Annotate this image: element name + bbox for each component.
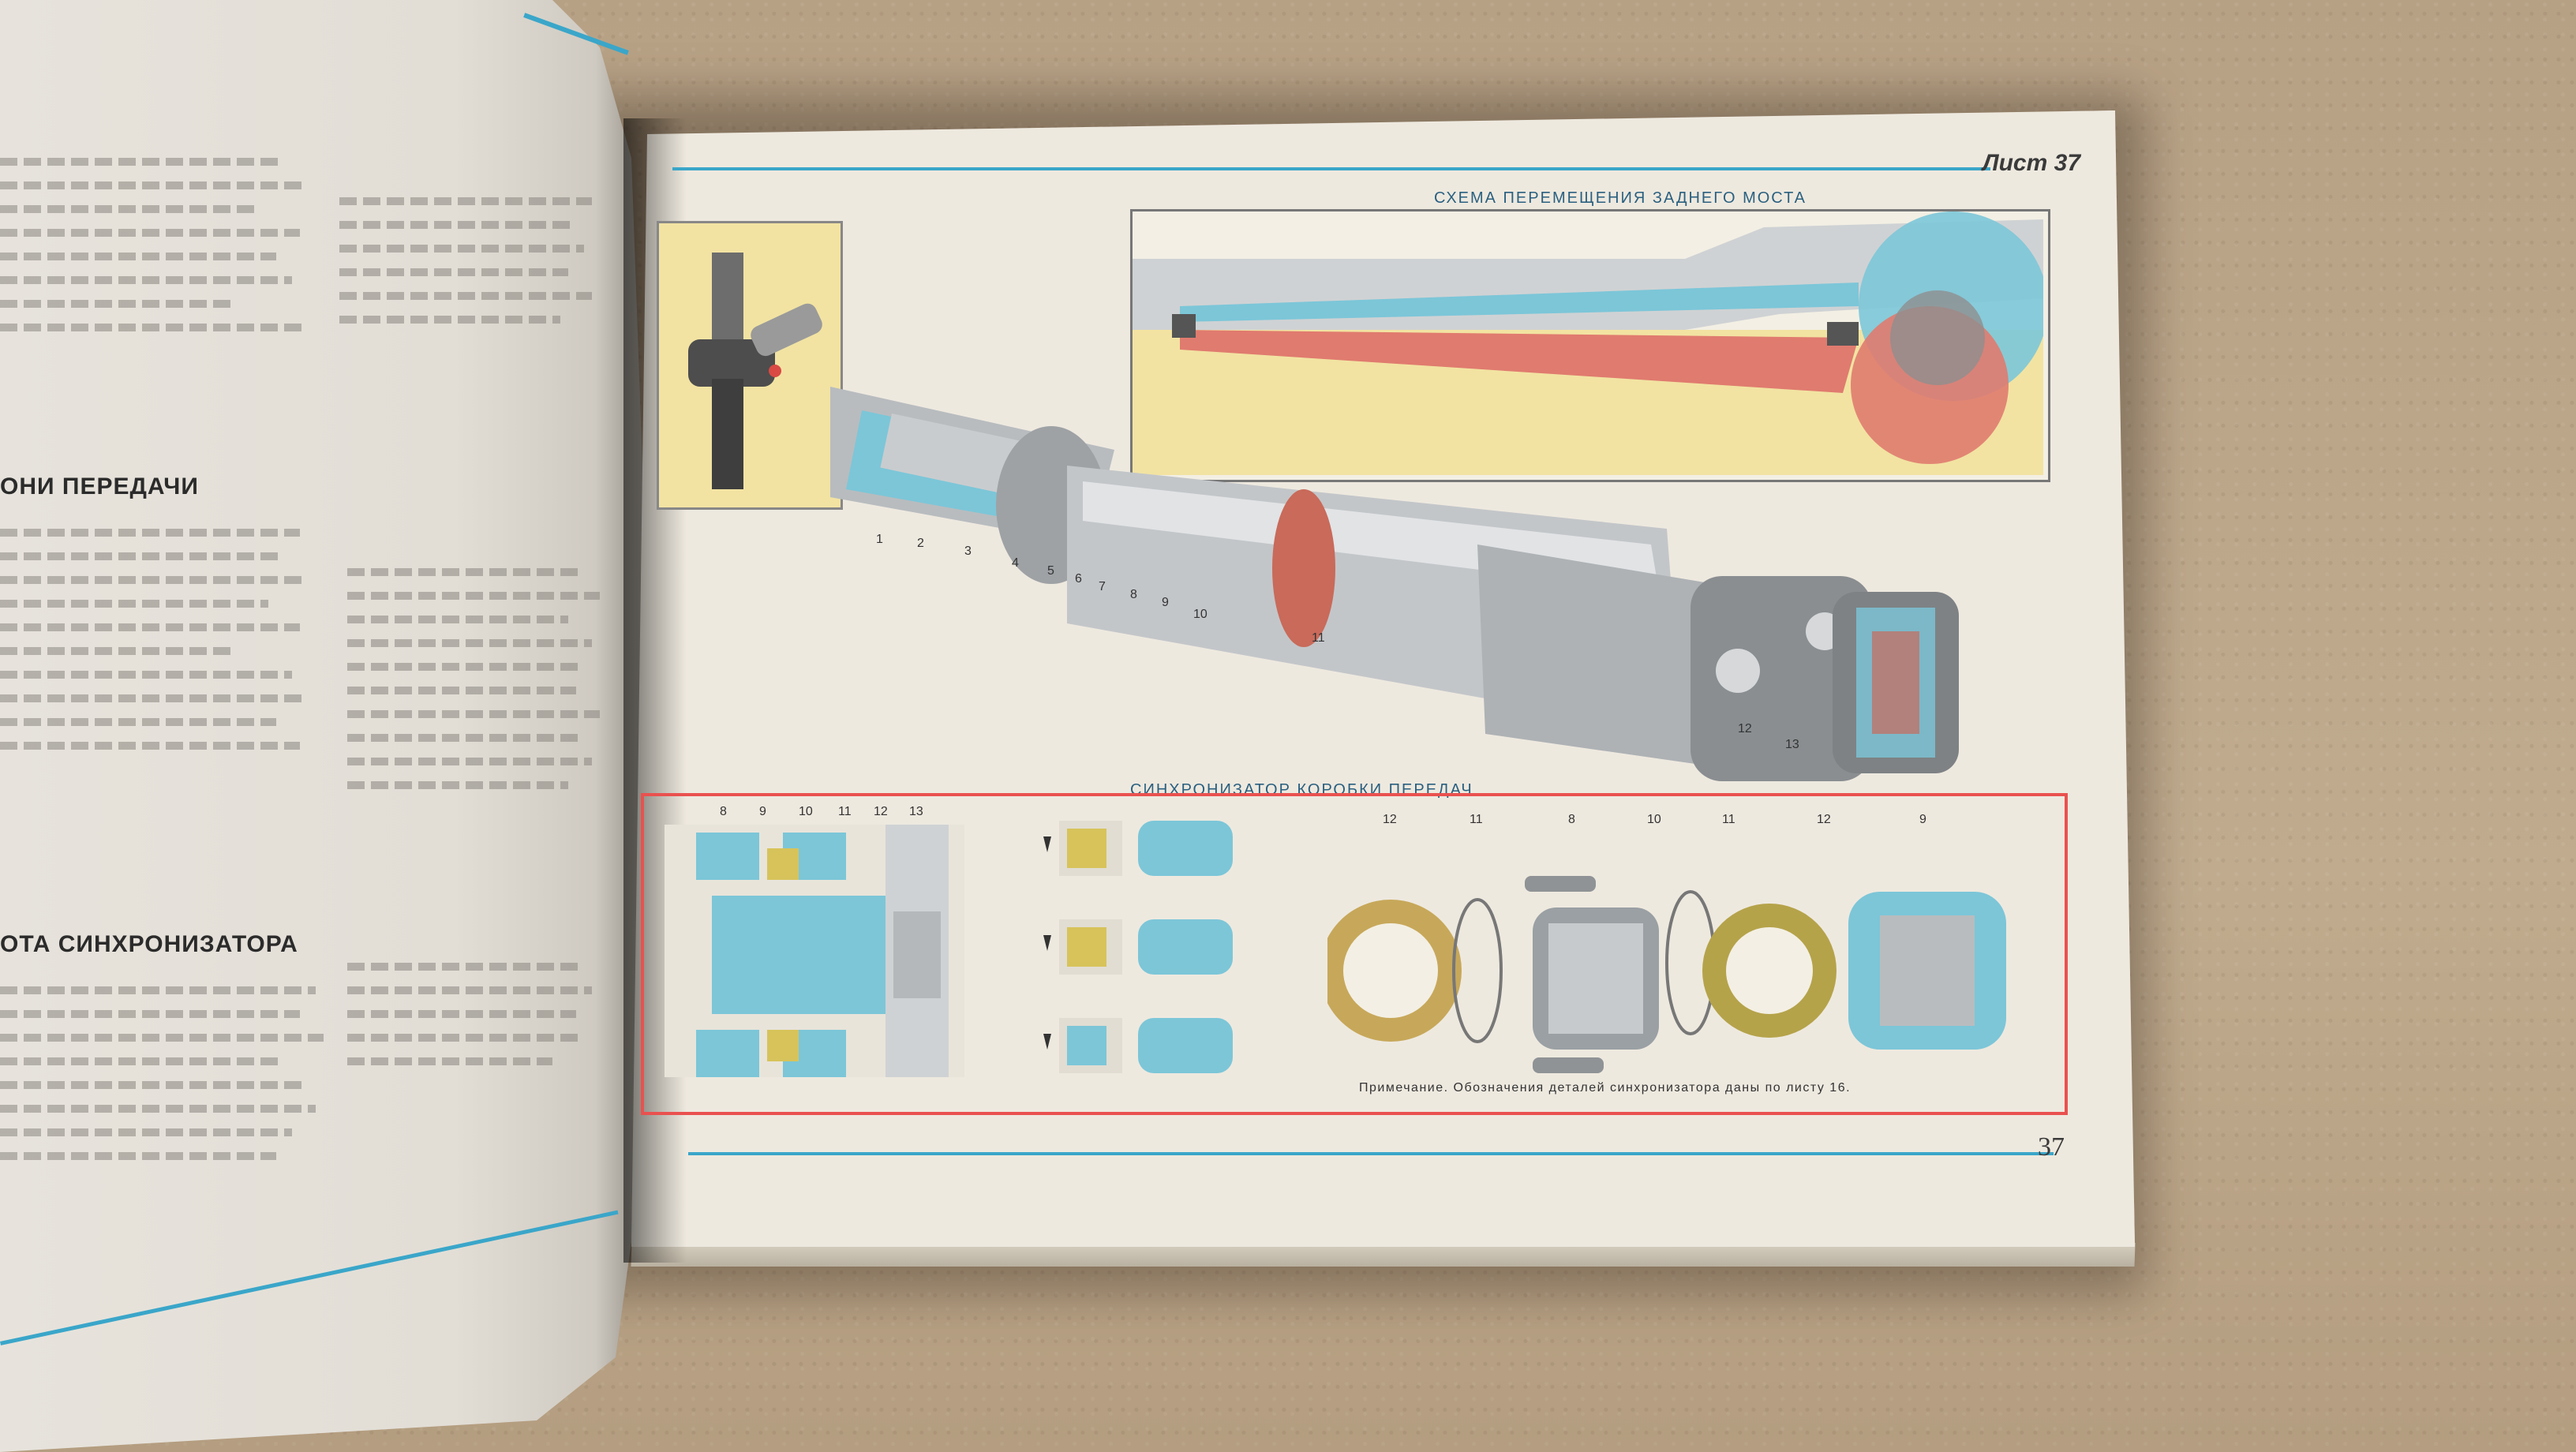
left-text-block-4	[347, 552, 600, 805]
rear-axle-scheme-title: СХЕМА ПЕРЕМЕЩЕНИЯ ЗАДНЕГО МОСТА	[1434, 189, 1807, 207]
sync-callout-8: 8	[720, 805, 727, 818]
left-section-heading-1: ОНИ ПЕРЕДАЧИ	[0, 473, 199, 500]
sync-callout-11: 11	[838, 805, 852, 818]
callout-3: 3	[964, 544, 972, 558]
callout-1: 1	[876, 533, 883, 546]
callout-12: 12	[1738, 722, 1752, 735]
propeller-shaft-illustration	[830, 387, 1959, 781]
part-callout-8: 8	[1568, 813, 1575, 826]
left-text-block-5	[0, 971, 331, 1176]
header-rule	[672, 167, 1990, 170]
rear-axle-scheme-illustration	[1133, 211, 2043, 475]
callout-6: 6	[1075, 572, 1082, 586]
part-callout-11a: 11	[1470, 813, 1483, 826]
callout-10: 10	[1193, 608, 1208, 621]
left-section-heading-2: ОТА СИНХРОНИЗАТОРА	[0, 931, 298, 957]
sync-callout-12: 12	[874, 805, 888, 818]
synchronizer-parts-exploded-illustration	[1327, 876, 2006, 1073]
left-page: ОНИ ПЕРЕДАЧИ ОТА СИНХРОНИЗАТОРА	[0, 0, 646, 1452]
callout-7: 7	[1099, 580, 1106, 593]
left-text-block-6	[347, 947, 600, 1081]
sync-callout-10: 10	[799, 805, 813, 818]
callout-5: 5	[1047, 564, 1054, 578]
callout-9: 9	[1162, 596, 1169, 609]
synchronizer-frame	[641, 793, 2068, 1115]
part-callout-9: 9	[1919, 813, 1926, 826]
illustration-plate: Лист 37 СХЕМА ПЕРЕМЕЩЕНИЯ ЗАДНЕГО МОСТА	[641, 134, 2117, 1239]
callout-8: 8	[1130, 588, 1137, 601]
callout-11: 11	[1312, 631, 1325, 645]
callout-13: 13	[1785, 738, 1799, 751]
callout-2: 2	[917, 537, 924, 550]
part-callout-12a: 12	[1383, 813, 1397, 826]
left-text-block-3	[0, 513, 316, 765]
part-callout-11b: 11	[1722, 813, 1735, 826]
sync-callout-9: 9	[759, 805, 766, 818]
left-text-block-1	[0, 142, 316, 347]
left-text-block-2	[339, 182, 600, 339]
page-number: 37	[2038, 1132, 2065, 1162]
synchronizer-stages-illustration	[1043, 821, 1233, 1073]
callout-4: 4	[1012, 556, 1019, 570]
synchronizer-note: Примечание. Обозначения деталей синхрони…	[1359, 1081, 1852, 1095]
sheet-label: Лист 37	[1983, 150, 2080, 176]
part-callout-12b: 12	[1817, 813, 1831, 826]
footer-rule	[688, 1152, 2054, 1155]
universal-joint-illustration	[688, 253, 822, 489]
part-callout-10: 10	[1647, 813, 1661, 826]
sync-callout-13: 13	[909, 805, 923, 818]
synchronizer-section-illustration	[665, 825, 964, 1077]
